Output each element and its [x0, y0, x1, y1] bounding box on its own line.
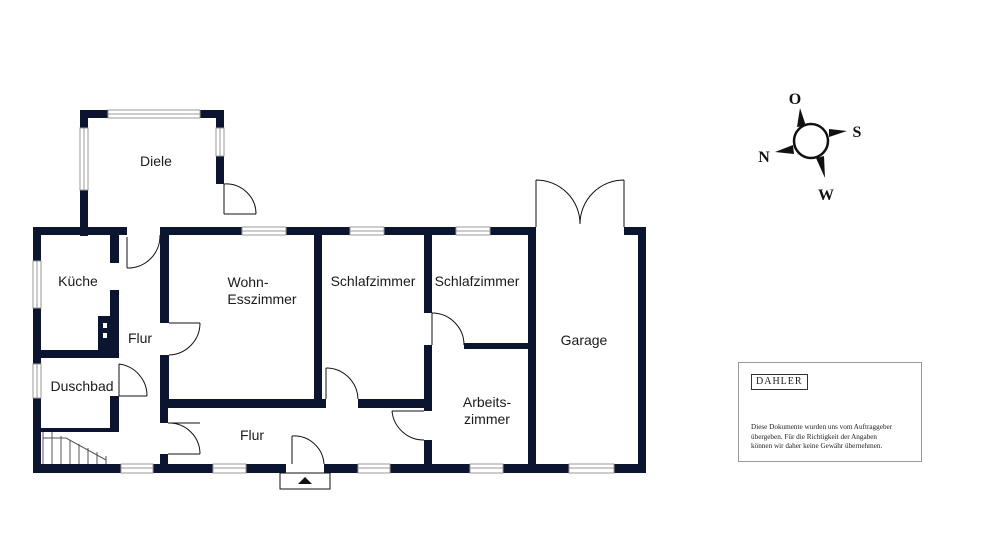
entrance-step [279, 472, 331, 490]
doors [118, 179, 625, 465]
room-label-arbeits-line1: Arbeits- [463, 394, 512, 410]
disclaimer-line: übergeben. Für die Richtigkeit der Angab… [751, 432, 878, 441]
info-box: DAHLER Diese Dokumente wurden uns vom Au… [738, 362, 922, 462]
disclaimer-line: Diese Dokumente wurden uns vom Auftragge… [751, 423, 893, 431]
room-label-diele: Diele [140, 153, 172, 169]
compass-icon: O S N W [758, 91, 861, 204]
compass-north-label: N [758, 149, 770, 166]
room-label-duschbad: Duschbad [50, 378, 113, 394]
room-label-schlafzimmer-2: Schlafzimmer [435, 273, 520, 289]
room-label-wohn-line2: Esszimmer [227, 291, 297, 307]
exterior-walls [33, 110, 646, 473]
compass-east-label: O [789, 91, 801, 108]
room-label-garage: Garage [561, 332, 608, 348]
room-label-arbeits-line2: zimmer [464, 411, 510, 427]
room-label-flur-main: Flur [240, 427, 264, 443]
stairs [42, 432, 107, 464]
room-label-wohn-line1: Wohn- [228, 274, 269, 290]
interior-walls [33, 227, 536, 473]
compass-south-label: S [853, 124, 862, 141]
compass-west-label: W [818, 187, 834, 204]
disclaimer-text: Diese Dokumente wurden uns vom Auftragge… [751, 423, 919, 452]
room-labels: Diele Küche Flur Duschbad Wohn- Esszimme… [50, 153, 607, 443]
disclaimer-line: können wir daher keine Gewähr übernehmen… [751, 442, 883, 451]
room-label-flur-small: Flur [128, 330, 152, 346]
room-label-schlafzimmer-1: Schlafzimmer [331, 273, 416, 289]
kitchen-fixture [100, 318, 110, 348]
dahler-logo: DAHLER [751, 374, 808, 390]
room-label-kueche: Küche [58, 273, 98, 289]
windows [32, 109, 615, 474]
